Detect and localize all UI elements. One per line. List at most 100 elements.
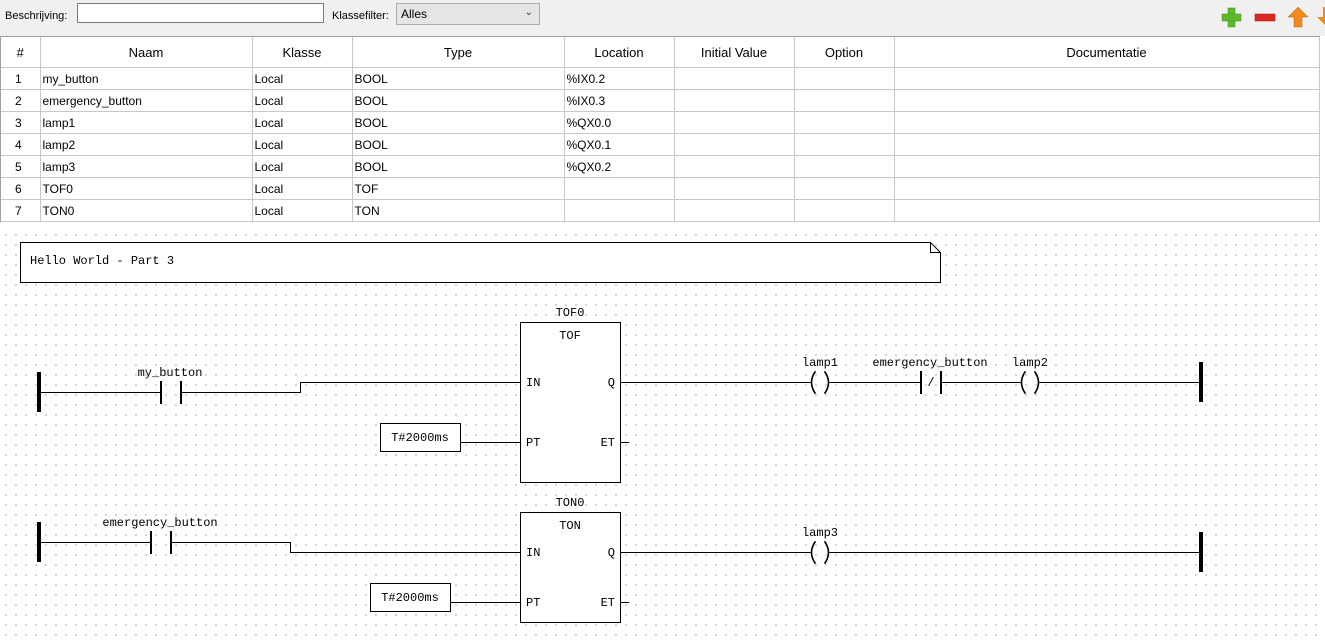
row-number: 2 bbox=[1, 89, 41, 112]
preset-variable-box[interactable] bbox=[370, 583, 451, 612]
row-name[interactable]: my_button bbox=[40, 67, 253, 90]
row-documentation[interactable] bbox=[894, 133, 1320, 156]
table-row[interactable]: 7 TON0 Local TON bbox=[1, 199, 1320, 222]
row-location[interactable]: %QX0.1 bbox=[564, 133, 675, 156]
description-input[interactable] bbox=[77, 3, 324, 23]
left-power-rail[interactable] bbox=[37, 372, 41, 412]
move-up-icon bbox=[1287, 6, 1309, 28]
row-name[interactable]: TON0 bbox=[40, 199, 253, 222]
table-row[interactable]: 1 my_button Local BOOL %IX0.2 bbox=[1, 67, 1320, 90]
pin-q-label: Q bbox=[608, 376, 615, 390]
row-location[interactable]: %IX0.2 bbox=[564, 67, 675, 90]
table-row[interactable]: 4 lamp2 Local BOOL %QX0.1 bbox=[1, 133, 1320, 156]
move-up-button[interactable] bbox=[1287, 6, 1309, 28]
row-number: 4 bbox=[1, 133, 41, 156]
function-block-ton[interactable] bbox=[520, 512, 621, 623]
row-name[interactable]: lamp2 bbox=[40, 133, 253, 156]
row-type[interactable]: TON bbox=[352, 199, 565, 222]
row-option[interactable] bbox=[794, 133, 895, 156]
right-power-rail[interactable] bbox=[1199, 532, 1203, 572]
row-location[interactable]: %QX0.2 bbox=[564, 155, 675, 178]
row-type[interactable]: BOOL bbox=[352, 155, 565, 178]
table-row[interactable]: 5 lamp3 Local BOOL %QX0.2 bbox=[1, 155, 1320, 178]
coil-label: lamp3 bbox=[802, 526, 838, 540]
row-option[interactable] bbox=[794, 177, 895, 200]
coil-lamp2[interactable] bbox=[1020, 370, 1040, 395]
row-location[interactable]: %IX0.3 bbox=[564, 89, 675, 112]
move-down-button[interactable] bbox=[1316, 6, 1325, 28]
row-documentation[interactable] bbox=[894, 177, 1320, 200]
column-header-type[interactable]: Type bbox=[352, 37, 565, 68]
row-type[interactable]: BOOL bbox=[352, 111, 565, 134]
remove-icon bbox=[1254, 13, 1276, 22]
row-initial-value[interactable] bbox=[674, 177, 795, 200]
row-type[interactable]: BOOL bbox=[352, 133, 565, 156]
column-header-documentation[interactable]: Documentatie bbox=[894, 37, 1320, 68]
row-initial-value[interactable] bbox=[674, 111, 795, 134]
negated-contact-emergency-button[interactable] bbox=[920, 371, 942, 394]
row-name[interactable]: lamp3 bbox=[40, 155, 253, 178]
column-header-class[interactable]: Klasse bbox=[252, 37, 353, 68]
row-documentation[interactable] bbox=[894, 199, 1320, 222]
row-type[interactable]: BOOL bbox=[352, 89, 565, 112]
row-location[interactable] bbox=[564, 199, 675, 222]
block-instance-name: TOF0 bbox=[556, 306, 585, 320]
row-name[interactable]: lamp1 bbox=[40, 111, 253, 134]
table-row[interactable]: 3 lamp1 Local BOOL %QX0.0 bbox=[1, 111, 1320, 134]
column-header-option[interactable]: Option bbox=[794, 37, 895, 68]
row-initial-value[interactable] bbox=[674, 199, 795, 222]
row-class[interactable]: Local bbox=[252, 67, 353, 90]
comment-box[interactable]: Hello World - Part 3 bbox=[20, 242, 941, 283]
preset-variable-box[interactable] bbox=[380, 423, 461, 452]
row-option[interactable] bbox=[794, 111, 895, 134]
pin-q-label: Q bbox=[608, 546, 615, 560]
row-initial-value[interactable] bbox=[674, 89, 795, 112]
remove-variable-button[interactable] bbox=[1254, 6, 1276, 28]
left-power-rail[interactable] bbox=[37, 522, 41, 562]
rung-2 bbox=[37, 522, 1203, 603]
column-header-number[interactable]: # bbox=[1, 37, 41, 68]
row-documentation[interactable] bbox=[894, 155, 1320, 178]
row-class[interactable]: Local bbox=[252, 111, 353, 134]
pin-in-label: IN bbox=[526, 376, 540, 390]
contact-emergency-button[interactable] bbox=[150, 531, 172, 554]
table-row[interactable]: 6 TOF0 Local TOF bbox=[1, 177, 1320, 200]
row-class[interactable]: Local bbox=[252, 177, 353, 200]
row-type[interactable]: TOF bbox=[352, 177, 565, 200]
row-option[interactable] bbox=[794, 67, 895, 90]
rung-1 bbox=[37, 362, 1203, 443]
contact-my-button[interactable] bbox=[160, 381, 182, 404]
row-type[interactable]: BOOL bbox=[352, 67, 565, 90]
class-filter-select[interactable]: Alles ⌄ bbox=[396, 3, 540, 25]
add-variable-button[interactable] bbox=[1220, 6, 1242, 28]
row-name[interactable]: TOF0 bbox=[40, 177, 253, 200]
negation-mark: / bbox=[927, 376, 934, 390]
row-option[interactable] bbox=[794, 89, 895, 112]
row-option[interactable] bbox=[794, 155, 895, 178]
row-location[interactable]: %QX0.0 bbox=[564, 111, 675, 134]
table-row[interactable]: 2 emergency_button Local BOOL %IX0.3 bbox=[1, 89, 1320, 112]
row-documentation[interactable] bbox=[894, 89, 1320, 112]
right-power-rail[interactable] bbox=[1199, 362, 1203, 402]
row-documentation[interactable] bbox=[894, 111, 1320, 134]
row-initial-value[interactable] bbox=[674, 67, 795, 90]
column-header-location[interactable]: Location bbox=[564, 37, 675, 68]
row-initial-value[interactable] bbox=[674, 155, 795, 178]
table-header-row: # Naam Klasse Type Location Initial Valu… bbox=[1, 37, 1320, 68]
row-option[interactable] bbox=[794, 199, 895, 222]
row-class[interactable]: Local bbox=[252, 199, 353, 222]
row-documentation[interactable] bbox=[894, 67, 1320, 90]
row-location[interactable] bbox=[564, 177, 675, 200]
function-block-tof[interactable] bbox=[520, 322, 621, 483]
row-number: 7 bbox=[1, 199, 41, 222]
row-initial-value[interactable] bbox=[674, 133, 795, 156]
row-class[interactable]: Local bbox=[252, 89, 353, 112]
coil-lamp1[interactable] bbox=[810, 370, 830, 395]
column-header-initial-value[interactable]: Initial Value bbox=[674, 37, 795, 68]
column-header-name[interactable]: Naam bbox=[40, 37, 253, 68]
ladder-diagram-canvas[interactable]: Hello World - Part 3 my_button bbox=[0, 229, 1325, 644]
coil-lamp3[interactable] bbox=[810, 540, 830, 565]
row-name[interactable]: emergency_button bbox=[40, 89, 253, 112]
row-class[interactable]: Local bbox=[252, 133, 353, 156]
row-class[interactable]: Local bbox=[252, 155, 353, 178]
